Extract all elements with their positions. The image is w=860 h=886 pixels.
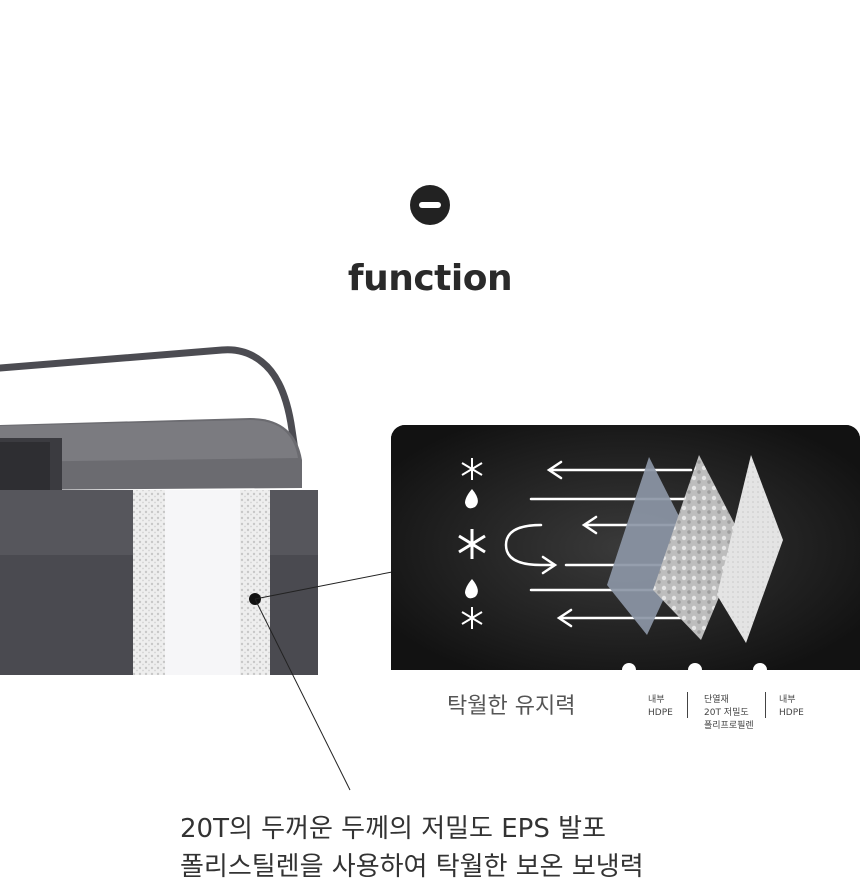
layer-label-divider — [687, 692, 688, 718]
insulation-layer-panel — [391, 425, 860, 670]
snowflake-icon — [461, 458, 483, 480]
water-drop-icon — [465, 489, 478, 509]
minus-circle-icon — [410, 185, 450, 225]
hdpe-layer-outer — [717, 455, 783, 643]
snowflake-icon — [458, 529, 486, 559]
panel-caption: 탁월한 유지력 — [447, 694, 576, 719]
water-drop-icon — [465, 579, 478, 599]
hdpe-layer-inner — [607, 457, 691, 635]
foam-insulation-layer — [653, 455, 743, 640]
cooler-cross-section-illustration — [0, 346, 318, 675]
layer-label-insulation: 단열재 20T 저밀도 폴리프로필렌 — [704, 695, 754, 731]
description-line: 20T의 두꺼운 두께의 저밀도 EPS 발포 — [180, 814, 606, 844]
layer-label-outer: 내부 HDPE — [779, 695, 804, 718]
layer-label-inner: 내부 HDPE — [648, 695, 673, 718]
feature-description: 20T의 두꺼운 두께의 저밀도 EPS 발포 폴리스틸렌을 사용하여 탁월한 … — [180, 810, 644, 886]
description-line: 폴리스틸렌을 사용하여 탁월한 보온 보냉력 — [180, 852, 644, 882]
snowflake-icon — [461, 607, 483, 629]
layer-label-divider — [765, 692, 766, 718]
section-title: function — [347, 258, 513, 299]
